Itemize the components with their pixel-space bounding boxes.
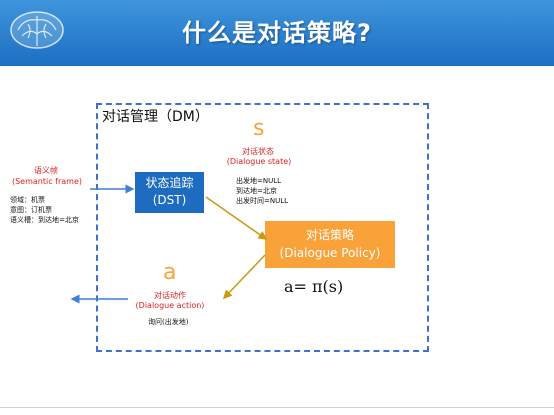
- semantic-frame-line-slot: 语义槽：到达地=北京: [10, 216, 79, 224]
- state-title: 对话状态: [242, 147, 274, 156]
- dst-box: 状态追踪 (DST): [135, 172, 204, 213]
- state-line-origin: 出发地=NULL: [236, 177, 282, 185]
- policy-box: 对话策略 (Dialogue Policy): [265, 221, 395, 268]
- brain-logo-icon: [10, 11, 64, 49]
- state-line-time: 出发时间=NULL: [236, 197, 289, 205]
- arrow-dst-to-policy: [205, 196, 268, 240]
- semantic-frame-line-intent: 意图：订机票: [10, 206, 52, 214]
- policy-name: 对话策略: [305, 228, 354, 242]
- state-line-destination: 到达地=北京: [236, 187, 277, 195]
- policy-formula: a= π(s): [284, 277, 344, 296]
- state-title-en: (Dialogue state): [226, 157, 292, 166]
- action-title-en: (Dialogue action): [135, 301, 205, 310]
- dst-abbr: (DST): [152, 193, 187, 207]
- semantic-frame-title: 语义帧: [34, 166, 58, 175]
- bottom-divider: [0, 407, 554, 408]
- arrow-policy-to-action: [222, 254, 266, 300]
- dst-name: 状态追踪: [145, 176, 194, 190]
- action-text: 询问(出发地): [148, 318, 189, 326]
- policy-name-en: (Dialogue Policy): [279, 246, 381, 260]
- dm-frame: [96, 103, 429, 352]
- action-symbol: a: [163, 260, 177, 285]
- dm-label: 对话管理（DM）: [102, 109, 209, 125]
- semantic-frame-title-en: (Semantic frame): [11, 177, 83, 186]
- state-symbol: s: [253, 116, 265, 141]
- action-title: 对话动作: [154, 291, 186, 300]
- semantic-frame-line-domain: 领域：机票: [10, 196, 45, 204]
- page-title: 什么是对话策略?: [182, 19, 372, 47]
- header-bar: [0, 0, 554, 66]
